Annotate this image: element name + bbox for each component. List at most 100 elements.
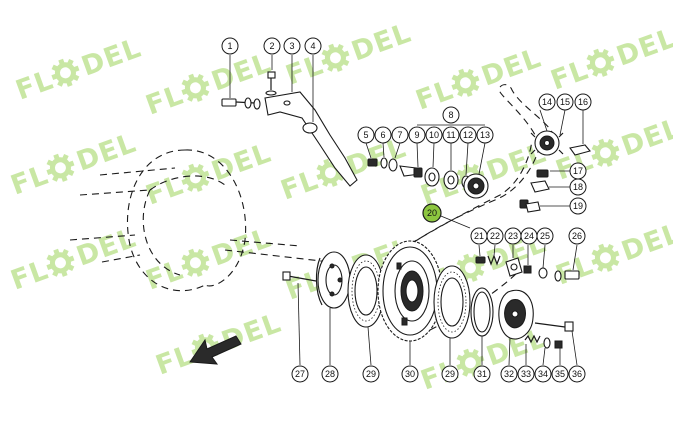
callouts: 1 2 3 4 8 5 6 7 9 10 11 12 13 14 15 16 1… [221,37,592,383]
dashed-housing [69,149,331,292]
callout-1[interactable]: 1 [221,37,239,55]
svg-text:DEL: DEL [478,43,546,93]
callout-17[interactable]: 17 [569,162,587,180]
callout-34[interactable]: 34 [534,365,552,383]
callout-21[interactable]: 21 [470,227,488,245]
svg-text:20: 20 [427,208,437,218]
callout-35[interactable]: 35 [551,365,569,383]
small-parts-row [475,244,580,282]
callout-8[interactable]: 8 [442,106,460,124]
svg-text:14: 14 [542,97,552,107]
callout-4[interactable]: 4 [304,37,322,55]
svg-text:31: 31 [477,369,487,379]
callout-27[interactable]: 27 [291,365,309,383]
svg-text:11: 11 [446,130,455,140]
svg-text:FL: FL [12,65,58,107]
callout-19[interactable]: 19 [569,197,587,215]
callout-3[interactable]: 3 [283,37,301,55]
svg-text:FL: FL [7,255,53,297]
callout-33[interactable]: 33 [517,365,535,383]
svg-text:35: 35 [555,369,565,379]
callout-14[interactable]: 14 [538,93,556,111]
callout-20-highlighted[interactable]: 20 [422,203,442,223]
callout-25[interactable]: 25 [536,227,554,245]
callout-26[interactable]: 26 [568,227,586,245]
callout-36[interactable]: 36 [568,365,586,383]
svg-text:21: 21 [474,231,484,241]
svg-text:3: 3 [289,41,294,51]
svg-text:34: 34 [538,369,548,379]
svg-text:16: 16 [578,97,588,107]
callout-28[interactable]: 28 [321,365,339,383]
svg-text:8: 8 [448,110,453,120]
callout-22[interactable]: 22 [486,227,504,245]
svg-text:DEL: DEL [348,18,416,68]
callout-5[interactable]: 5 [357,126,375,144]
svg-text:7: 7 [397,130,402,140]
svg-text:17: 17 [573,166,583,176]
svg-text:6: 6 [380,130,385,140]
svg-text:FL: FL [7,160,53,202]
callout-29-left[interactable]: 29 [362,365,380,383]
callout-7[interactable]: 7 [391,126,409,144]
svg-text:FL: FL [142,170,188,212]
svg-text:2: 2 [269,41,274,51]
svg-text:24: 24 [524,231,534,241]
callout-6[interactable]: 6 [374,126,392,144]
svg-text:33: 33 [521,369,531,379]
tensioner-assembly [519,109,591,213]
callout-12[interactable]: 12 [459,126,477,144]
callout-10[interactable]: 10 [425,126,443,144]
bracket-assembly [221,55,358,187]
svg-text:FL: FL [142,80,188,122]
svg-text:10: 10 [429,130,439,140]
leader-20 [435,213,471,229]
idler-assembly [365,124,489,199]
svg-text:26: 26 [572,231,582,241]
callout-18[interactable]: 18 [569,178,587,196]
svg-text:18: 18 [573,182,583,192]
svg-text:DEL: DEL [78,33,146,83]
svg-text:DEL: DEL [208,48,276,98]
svg-text:FL: FL [277,165,323,207]
svg-text:25: 25 [540,231,550,241]
svg-text:DEL: DEL [73,128,141,178]
svg-text:27: 27 [295,369,305,379]
svg-text:9: 9 [414,130,419,140]
callout-9[interactable]: 9 [408,126,426,144]
svg-text:28: 28 [325,369,335,379]
callout-23[interactable]: 23 [504,227,522,245]
callout-13[interactable]: 13 [476,126,494,144]
svg-text:22: 22 [490,231,500,241]
clutch-stack [282,240,578,366]
callout-2[interactable]: 2 [263,37,281,55]
callout-24[interactable]: 24 [520,227,538,245]
svg-text:DEL: DEL [208,223,276,273]
callout-29-right[interactable]: 29 [441,365,459,383]
svg-text:30: 30 [405,369,415,379]
svg-text:DEL: DEL [618,113,673,163]
svg-text:FL: FL [282,50,328,92]
callout-16[interactable]: 16 [574,93,592,111]
svg-text:29: 29 [445,369,455,379]
svg-text:1: 1 [227,41,232,51]
callout-11[interactable]: 11 [442,126,460,144]
callout-30[interactable]: 30 [401,365,419,383]
svg-text:FL: FL [547,55,593,97]
svg-text:DEL: DEL [613,23,673,73]
callout-32[interactable]: 32 [500,365,518,383]
direction-arrow [189,335,242,365]
svg-text:32: 32 [504,369,514,379]
svg-text:36: 36 [572,369,582,379]
callout-15[interactable]: 15 [556,93,574,111]
callout-31[interactable]: 31 [473,365,491,383]
svg-text:DEL: DEL [618,218,673,268]
svg-text:DEL: DEL [73,223,141,273]
svg-text:23: 23 [508,231,518,241]
svg-text:DEL: DEL [208,138,276,188]
svg-text:5: 5 [363,130,368,140]
svg-text:13: 13 [480,130,490,140]
svg-text:29: 29 [366,369,376,379]
svg-text:FL: FL [142,255,188,297]
